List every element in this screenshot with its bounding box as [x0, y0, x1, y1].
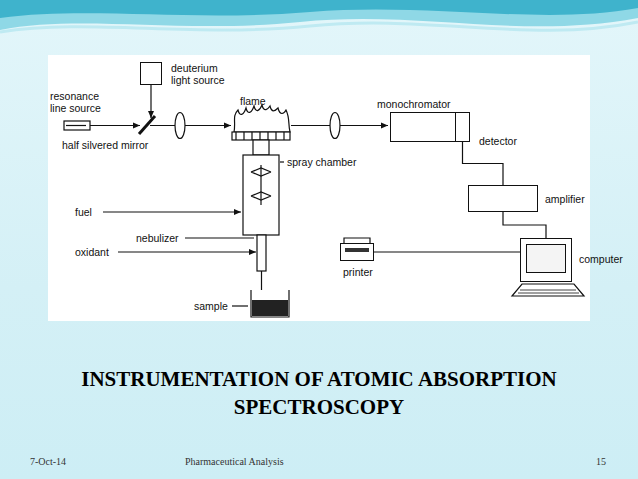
printer-slot	[345, 248, 369, 252]
component-label: amplifier	[545, 193, 605, 205]
top-wave-line	[0, 22, 638, 32]
footer-date: 7-Oct-14	[30, 456, 100, 468]
part-label: spray chamber	[287, 156, 377, 168]
connector-wire	[463, 142, 504, 185]
part-label: sample	[194, 300, 232, 312]
part-label: flame	[240, 95, 280, 107]
slide-number: 15	[596, 456, 620, 468]
impeller	[251, 168, 271, 176]
beam	[150, 125, 231, 126]
leader-line	[185, 237, 254, 238]
impeller-shaft	[260, 165, 261, 205]
lens	[330, 113, 340, 139]
spray-chamber	[243, 155, 279, 235]
component-label: computer	[579, 253, 635, 265]
burner-slots	[236, 132, 284, 140]
beam	[90, 125, 140, 126]
fuel-line	[103, 211, 241, 212]
deuterium-beam	[150, 85, 151, 118]
detector-box: detector	[455, 112, 470, 142]
component-label: deuterium light source	[171, 62, 235, 86]
lamp-body	[64, 121, 90, 130]
monochromator-box: monochromator	[390, 112, 456, 142]
oxidant-line	[118, 251, 256, 252]
deuterium-lamp-box: deuterium light source	[140, 62, 162, 85]
leader-line	[232, 305, 248, 306]
burner-neck	[253, 140, 269, 155]
part-label: nebulizer	[136, 232, 186, 244]
keyboard-keys	[518, 290, 579, 293]
component-label: monochromator	[377, 98, 467, 110]
flame	[234, 105, 290, 132]
amplifier-box: amplifier	[468, 185, 538, 212]
footer-course: Pharmaceutical Analysis	[185, 456, 325, 468]
connector-wire	[374, 251, 520, 252]
lamp-filament	[66, 125, 86, 126]
slide-title: INSTRUMENTATION OF ATOMIC ABSORPTION SPE…	[20, 365, 618, 421]
nebulizer	[257, 235, 266, 271]
leader-line	[280, 161, 284, 162]
connector-wire	[503, 212, 546, 238]
part-label: fuel	[75, 206, 105, 218]
burner-head	[232, 132, 290, 140]
diagram-panel	[48, 55, 590, 321]
beaker	[251, 290, 289, 317]
component-label: printer	[343, 266, 393, 278]
lens	[175, 113, 185, 139]
printer-box: printer	[340, 243, 374, 261]
monitor-screen	[526, 244, 566, 273]
component-label: detector	[479, 135, 539, 147]
part-label: half silvered mirror	[62, 139, 172, 151]
part-label: resonance line source	[50, 90, 112, 114]
sample-liquid	[252, 300, 288, 316]
computer-monitor: computer	[520, 238, 572, 282]
top-wave	[0, 0, 638, 18]
impeller	[251, 192, 271, 200]
part-label: oxidant	[75, 246, 120, 258]
computer-keyboard	[512, 284, 584, 296]
